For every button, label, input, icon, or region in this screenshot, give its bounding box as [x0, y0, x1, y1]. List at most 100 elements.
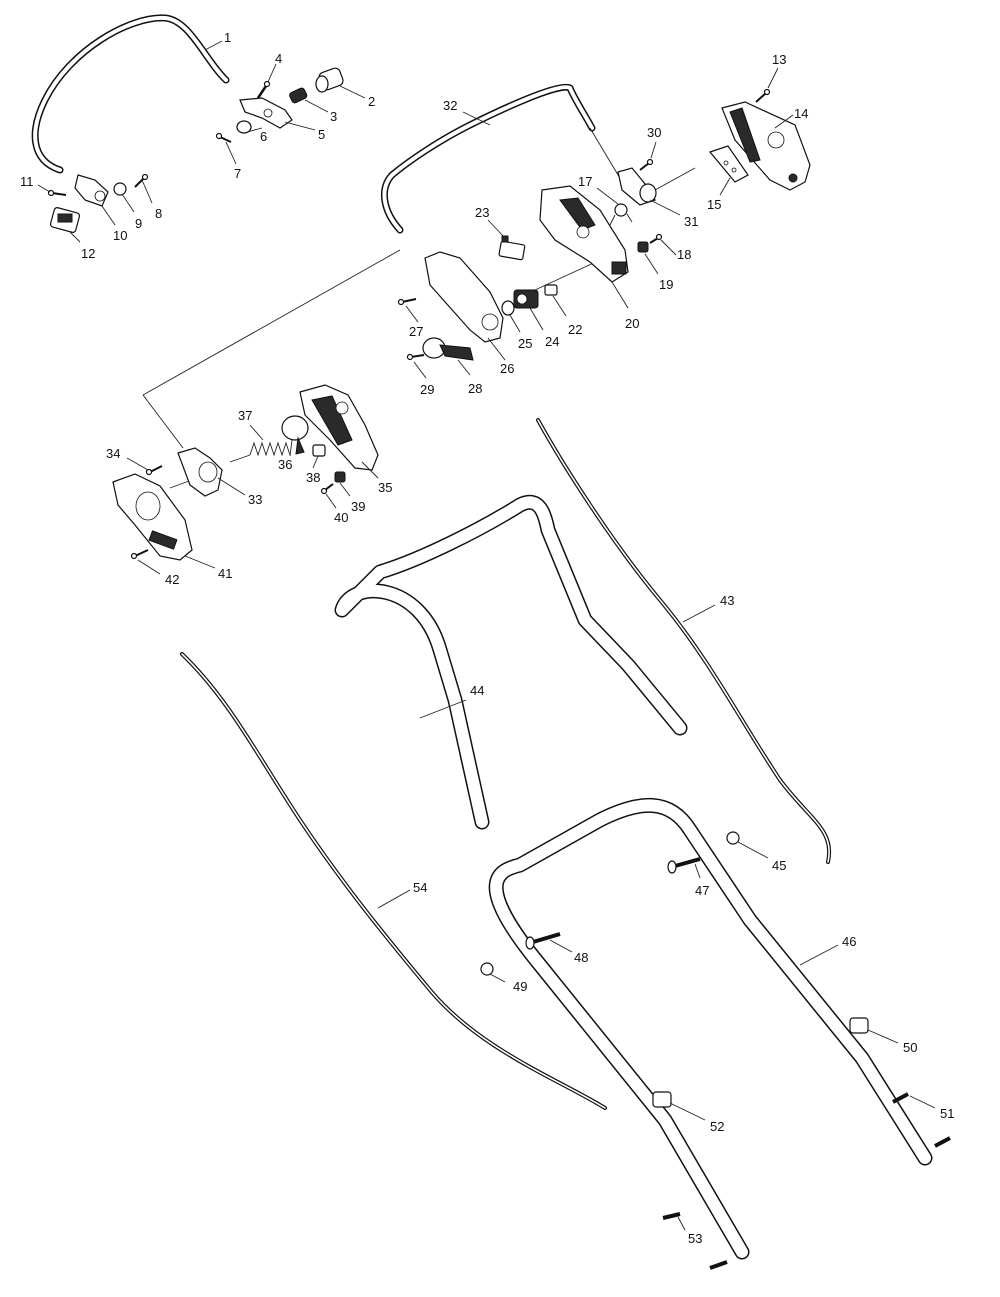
callout-11: 11 [20, 174, 51, 193]
callout-46: 46 [799, 934, 856, 966]
callout-54: 54 [377, 880, 427, 909]
callout-17: 17 [578, 174, 619, 205]
callout-15: 15 [707, 177, 731, 212]
upper-handle-44 [334, 495, 688, 830]
part-number-38: 38 [306, 470, 320, 485]
callout-42: 42 [137, 559, 179, 587]
callout-32: 32 [443, 98, 491, 126]
part-number-10: 10 [113, 228, 127, 243]
bolt-51 [892, 1092, 951, 1148]
part-number-43: 43 [720, 593, 734, 608]
o-ring-25 [501, 300, 515, 316]
knob-36 [281, 415, 309, 455]
callout-37: 37 [238, 408, 264, 441]
part-number-17: 17 [578, 174, 592, 189]
part-number-20: 20 [625, 316, 639, 331]
part-number-6: 6 [260, 129, 267, 144]
callout-47: 47 [694, 863, 709, 898]
part-number-23: 23 [475, 205, 489, 220]
callout-14: 14 [774, 106, 808, 129]
part-number-29: 29 [420, 382, 434, 397]
callout-39: 39 [339, 482, 365, 514]
callout-23: 23 [475, 205, 506, 239]
nut-49 [480, 962, 494, 976]
screw-30 [639, 158, 654, 171]
part-number-39: 39 [351, 499, 365, 514]
cap-52 [652, 1091, 672, 1108]
control-housing-20 [539, 185, 629, 283]
screw-11 [47, 189, 67, 197]
lower-handle-46 [488, 797, 933, 1260]
callout-41: 41 [184, 555, 232, 581]
nut-22 [544, 284, 558, 296]
part-number-41: 41 [218, 566, 232, 581]
part-number-12: 12 [81, 246, 95, 261]
callout-36: 36 [278, 439, 292, 472]
callout-49: 49 [489, 973, 527, 994]
screw-34 [145, 465, 163, 476]
part-number-25: 25 [518, 336, 532, 351]
nut-39 [334, 471, 346, 483]
part-number-51: 51 [940, 1106, 954, 1121]
callout-3: 3 [304, 99, 337, 124]
clip-38 [312, 444, 326, 457]
nut-45 [726, 831, 740, 845]
callout-2: 2 [339, 85, 375, 109]
part-number-53: 53 [688, 1231, 702, 1246]
callout-40: 40 [325, 493, 348, 525]
part-number-50: 50 [903, 1040, 917, 1055]
bail-bar-1 [31, 14, 230, 174]
block-23 [498, 235, 526, 261]
part-number-18: 18 [677, 247, 691, 262]
lever-pivot-31 [617, 167, 657, 206]
part-number-32: 32 [443, 98, 457, 113]
part-number-15: 15 [707, 197, 721, 212]
part-number-27: 27 [409, 324, 423, 339]
side-cover-26 [424, 251, 504, 343]
part-number-34: 34 [106, 446, 120, 461]
callout-19: 19 [644, 253, 673, 292]
part-number-37: 37 [238, 408, 252, 423]
lever-bracket-5 [239, 97, 293, 129]
callout-18: 18 [660, 239, 691, 262]
screw-18 [649, 233, 663, 244]
callout-38: 38 [306, 455, 320, 485]
callout-27: 27 [405, 305, 423, 339]
callout-5: 5 [284, 121, 325, 142]
part-number-5: 5 [318, 127, 325, 142]
callout-44: 44 [419, 683, 484, 719]
part-number-31: 31 [684, 214, 698, 229]
cable-54 [180, 652, 607, 1110]
callout-9: 9 [121, 193, 142, 231]
bolt-48 [525, 932, 561, 950]
nut-19 [637, 241, 649, 253]
callout-26: 26 [487, 337, 514, 376]
callout-7: 7 [225, 141, 241, 181]
callout-24: 24 [529, 307, 559, 349]
callout-43: 43 [682, 593, 734, 623]
callout-10: 10 [101, 205, 127, 243]
callout-6: 6 [246, 127, 267, 144]
bolt-53 [662, 1212, 728, 1270]
screw-40 [320, 483, 334, 495]
screw-29 [406, 353, 425, 361]
callout-30: 30 [647, 125, 661, 159]
part-number-44: 44 [470, 683, 484, 698]
part-number-22: 22 [568, 322, 582, 337]
assembly-connector-lines [142, 127, 696, 489]
part-number-9: 9 [135, 216, 142, 231]
pivot-10 [74, 174, 109, 207]
part-number-45: 45 [772, 858, 786, 873]
height-lever-28 [422, 337, 474, 361]
knob-2 [315, 67, 344, 93]
part-number-11: 11 [20, 174, 34, 189]
cover-41 [112, 473, 193, 561]
part-number-33: 33 [248, 492, 262, 507]
callout-13: 13 [767, 52, 786, 89]
part-number-26: 26 [500, 361, 514, 376]
part-number-49: 49 [513, 979, 527, 994]
callout-35: 35 [361, 461, 392, 495]
callout-34: 34 [106, 446, 149, 471]
part-number-48: 48 [574, 950, 588, 965]
clip-12 [49, 207, 81, 233]
